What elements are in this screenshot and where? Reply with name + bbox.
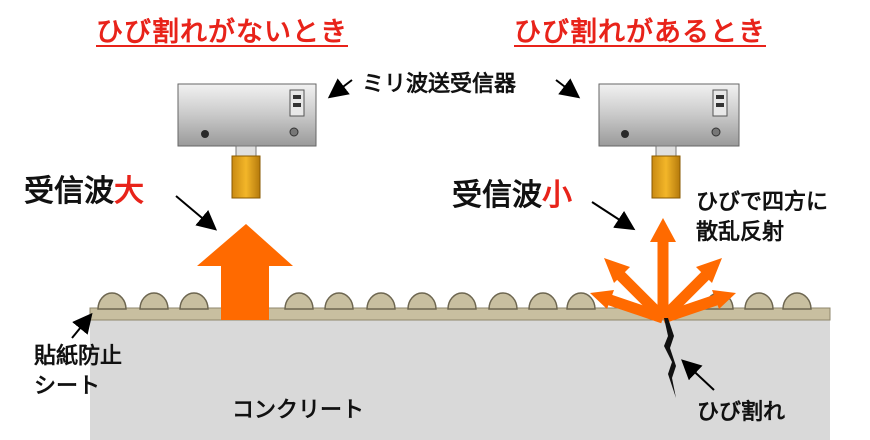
pointer-arrows xyxy=(71,78,715,391)
heading-no-crack: ひび割れがないとき xyxy=(96,17,348,48)
sheet-label: 貼紙防止 シート xyxy=(34,342,122,402)
dome-bump xyxy=(324,292,354,310)
dome-bump xyxy=(407,292,437,310)
reflection-arrow-large xyxy=(197,224,293,320)
sheet-layer xyxy=(89,307,831,321)
dome-bump xyxy=(366,292,396,310)
gold-antenna xyxy=(231,155,261,199)
dome-bump-row xyxy=(97,292,812,310)
transceiver-right xyxy=(598,83,740,199)
dome-bump xyxy=(284,292,314,310)
received-small-prefix: 受信波 xyxy=(452,178,542,213)
dome-bump xyxy=(179,292,209,310)
scatter-note-line2: 散乱反射 xyxy=(696,220,785,245)
received-small-accent: 小 xyxy=(542,178,572,213)
scatter-note: ひびで四方に 散乱反射 xyxy=(696,188,828,248)
gold-antenna xyxy=(651,155,681,199)
dome-bump xyxy=(782,292,812,310)
concrete-block xyxy=(90,318,830,440)
dome-bump xyxy=(528,292,558,310)
received-large-label: 受信波大 xyxy=(24,166,144,210)
dome-bump xyxy=(488,292,518,310)
scatter-note-line1: ひびで四方に xyxy=(696,190,829,215)
sheet-label-line2: シート xyxy=(34,374,101,399)
crack-line xyxy=(664,318,676,398)
received-small-label: 受信波小 xyxy=(452,170,572,214)
dome-bump xyxy=(566,292,596,310)
scatter-arrows xyxy=(590,218,736,324)
dome-bump xyxy=(447,292,477,310)
crack-label: ひび割れ xyxy=(697,400,786,425)
received-large-accent: 大 xyxy=(114,174,144,209)
dome-bump xyxy=(139,292,169,310)
transceiver-label: ミリ波送受信器 xyxy=(362,72,517,97)
transceiver-left xyxy=(177,83,317,199)
dome-bump xyxy=(97,292,127,310)
received-large-prefix: 受信波 xyxy=(24,174,114,209)
dome-bump xyxy=(744,292,774,310)
sheet-label-line1: 貼紙防止 xyxy=(34,344,123,369)
concrete-label: コンクリート xyxy=(232,398,365,423)
heading-with-crack: ひび割れがあるとき xyxy=(514,17,766,48)
